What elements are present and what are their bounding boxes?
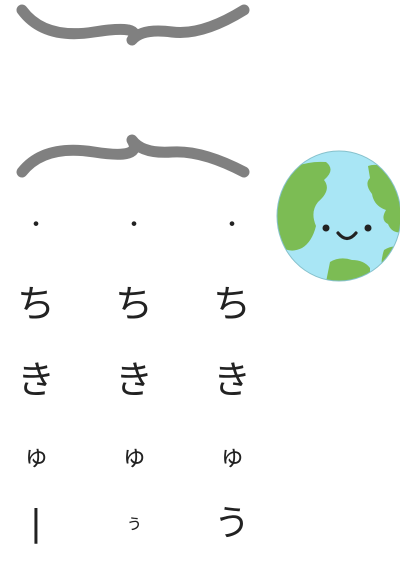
kana-ki: き [212, 358, 251, 402]
kana-column-1: ・ ち き ゅ | [12, 212, 60, 546]
kana-column-2: ・ ち き ゅ ぅ [110, 212, 158, 546]
brace-middle-icon [16, 134, 250, 178]
kana-u: う [213, 503, 250, 544]
kana-long-vowel-bar: | [29, 503, 43, 544]
kana-ki: き [114, 358, 153, 402]
kana-small-yu: ゅ [120, 442, 147, 472]
kana-column-3: ・ ち き ゅ う [208, 212, 256, 546]
kana-small-u: ぅ [125, 513, 143, 534]
kana-small-yu: ゅ [22, 442, 49, 472]
kana-ki: き [16, 358, 55, 402]
kana-chi: ち [114, 282, 153, 326]
kana-chi: ち [16, 282, 55, 326]
dot-mark: ・ [24, 213, 47, 238]
dot-mark: ・ [122, 213, 145, 238]
dot-mark: ・ [220, 213, 243, 238]
brace-top-icon [16, 4, 250, 46]
smiling-earth-icon [276, 150, 400, 282]
kana-small-yu: ゅ [218, 442, 245, 472]
kana-chi: ち [212, 282, 251, 326]
